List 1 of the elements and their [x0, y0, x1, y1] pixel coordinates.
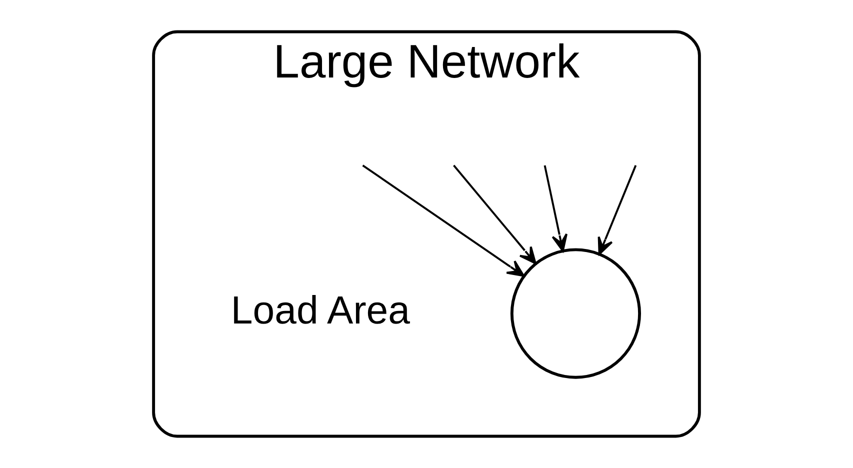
node-label: Load Area	[230, 288, 410, 332]
